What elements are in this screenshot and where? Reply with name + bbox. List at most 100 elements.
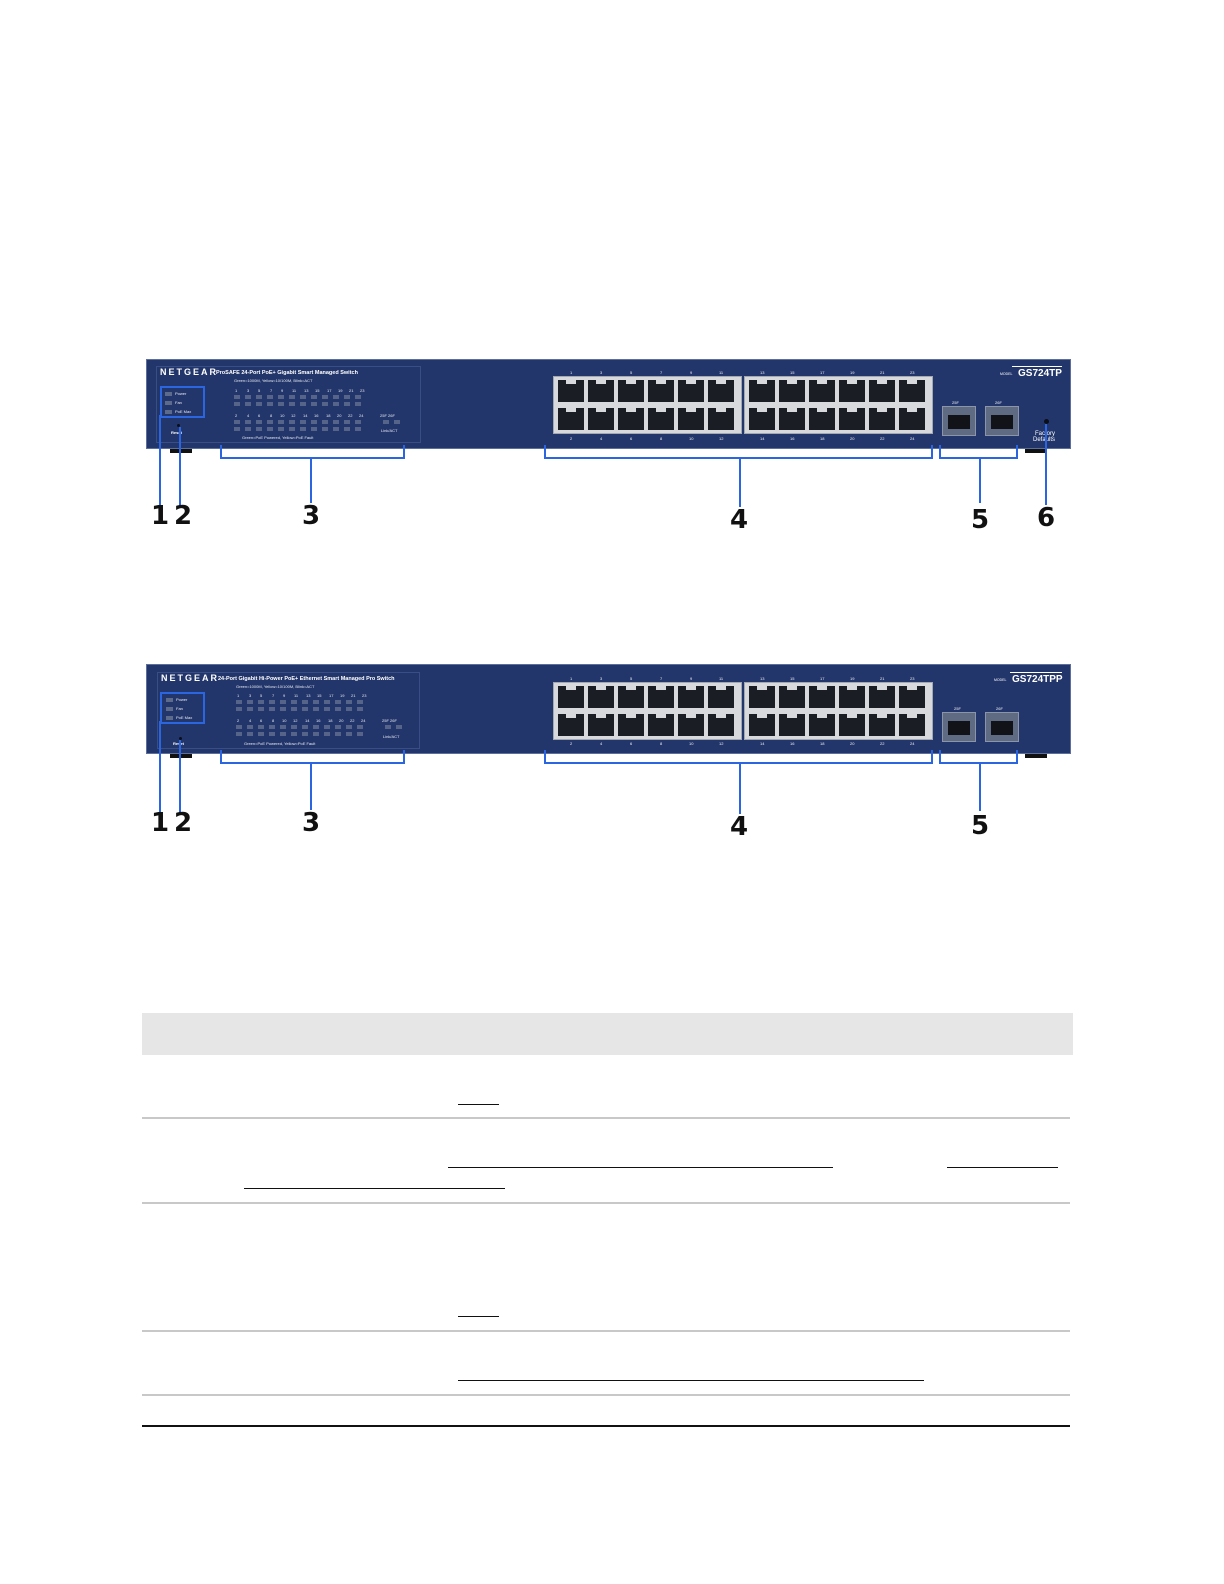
rj45-port [839,407,865,430]
callout-1: 1 [151,808,170,838]
rj45-port [779,713,805,736]
switch-title: ProSAFE 24-Port PoE+ Gigabit Smart Manag… [216,370,358,376]
callout-3: 3 [302,501,321,531]
rj45-port [678,379,704,402]
rj45-port [809,407,835,430]
table-row-divider [142,1117,1070,1119]
speed-legend: Green=1000M, Yellow=10/100M, Blink=ACT [234,378,313,383]
rj45-port [869,407,895,430]
rj45-port [678,685,704,708]
port-led-grid-top [236,700,365,711]
brand-logo: NETGEAR [161,673,220,683]
callout-5: 5 [971,811,990,841]
system-led-highlight [160,692,205,724]
rj45-port [558,685,584,708]
callout-3: 3 [302,808,321,838]
poe-legend: Green=PoE Powered, Yellow=PoE Fault [244,741,316,746]
sfp-port-25f [942,712,976,742]
rj45-port [839,685,865,708]
table-row-divider [142,1394,1070,1396]
rj45-port [588,685,614,708]
rj45-port [708,713,734,736]
link-act-label: Link/ACT [383,734,400,739]
rj45-port [839,379,865,402]
rj45-port [708,685,734,708]
callout-4: 4 [730,505,749,535]
poe-max-led-label: PoE Max [176,715,193,720]
sfp-port-25f [942,406,976,436]
callout-2: 2 [174,808,193,838]
reset-label: Reset [171,430,182,435]
rj45-port [779,685,805,708]
rj45-port [749,713,775,736]
sfp-port-26f [985,712,1019,742]
rj45-port [558,407,584,430]
sfp-label-25f: 25F [954,706,961,711]
model-number: GS724TP [1018,368,1062,379]
model-number: GS724TPP [1012,674,1063,685]
sfp-led-labels: 25F 26F [380,413,395,418]
rj45-port [839,713,865,736]
table-header [142,1013,1073,1055]
rj45-port [618,407,644,430]
callout-6: 6 [1037,503,1056,533]
factory-label-line2: Defaults [1033,437,1056,443]
link-underline [458,1380,924,1381]
poe-legend: Green=PoE Powered, Yellow=PoE Fault [242,435,314,440]
link-underline [244,1188,505,1189]
rj45-port [678,713,704,736]
rj45-port [809,685,835,708]
callout-4: 4 [730,812,749,842]
table-bottom-rule [142,1425,1070,1427]
sfp-label-25f: 25F [952,400,959,405]
link-underline [947,1167,1058,1168]
rj45-port [869,713,895,736]
rj45-port [618,685,644,708]
rj45-port [749,685,775,708]
port-led-grid-top [234,395,363,406]
rj45-port [899,407,925,430]
rj45-port [869,685,895,708]
rj45-port [648,713,674,736]
port-led-grid-bottom [236,725,365,736]
rj45-port [618,379,644,402]
factory-defaults-button[interactable] [1044,419,1049,424]
rj45-port [899,685,925,708]
sfp-label-26f: 26F [995,400,1002,405]
speed-legend: Green=1000M, Yellow=10/100M, Blink=ACT [236,684,315,689]
fan-led-label: Fan [176,706,183,711]
rj45-port [869,379,895,402]
rj45-port [678,407,704,430]
power-led-label: Power [176,697,188,702]
rj45-port [899,379,925,402]
link-underline [458,1316,499,1317]
reset-button[interactable] [177,424,180,427]
rj45-port [809,379,835,402]
rj45-port [588,379,614,402]
rj45-port [648,379,674,402]
rj45-port [749,379,775,402]
poe-max-led-label: PoE Max [175,409,192,414]
sfp-led-labels: 25F 26F [382,718,397,723]
fan-led-label: Fan [175,400,182,405]
rj45-port [648,685,674,708]
reset-button[interactable] [179,737,182,740]
rj45-port [558,713,584,736]
switch-title: 24-Port Gigabit Hi-Power PoE+ Ethernet S… [218,676,395,682]
model-label: MODEL [994,678,1007,682]
brand-logo: NETGEAR [160,367,219,377]
port-led-grid-bottom [234,420,363,431]
model-label: MODEL [1000,372,1013,376]
sfp-label-26f: 26F [996,706,1003,711]
rj45-port [588,407,614,430]
link-underline [458,1104,499,1105]
rj45-port [809,713,835,736]
power-led-label: Power [175,391,187,396]
rj45-port [779,379,805,402]
table-row-divider [142,1330,1070,1332]
table-row-divider [142,1202,1070,1204]
rj45-port [648,407,674,430]
system-led-highlight [160,386,205,418]
rj45-port [749,407,775,430]
rj45-port [899,713,925,736]
